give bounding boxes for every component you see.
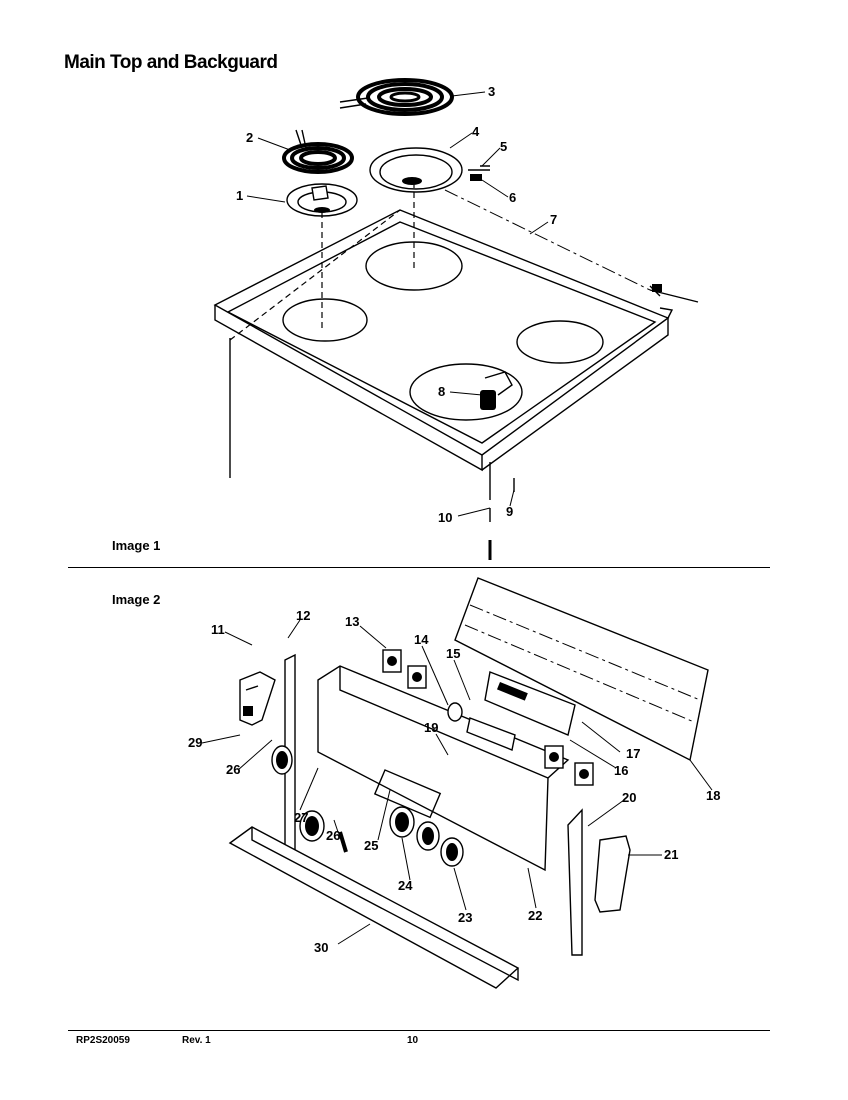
- callout-26-upper: 26: [226, 762, 240, 777]
- callout-7: 7: [550, 212, 557, 227]
- leader-lines: [201, 91, 713, 945]
- callout-10: 10: [438, 510, 452, 525]
- screw-part: [468, 165, 490, 171]
- callout-19: 19: [424, 720, 438, 735]
- callout-18: 18: [706, 788, 720, 803]
- callout-2: 2: [246, 130, 253, 145]
- callout-20: 20: [622, 790, 636, 805]
- callout-26-lower: 26: [326, 828, 340, 843]
- callout-1: 1: [236, 188, 243, 203]
- clip-part: [470, 174, 482, 181]
- spring-part: [338, 831, 348, 853]
- right-end-cap: [594, 835, 631, 913]
- callout-5: 5: [500, 139, 507, 154]
- image-1-label: Image 1: [112, 538, 161, 553]
- indicator-part: [447, 702, 463, 722]
- callout-4: 4: [472, 124, 480, 139]
- infinite-switches: [382, 649, 594, 786]
- callout-22: 22: [528, 908, 542, 923]
- callout-29: 29: [188, 735, 202, 750]
- callout-24: 24: [398, 878, 413, 893]
- callout-27: 27: [294, 810, 308, 825]
- lower-trim: [228, 826, 520, 989]
- callout-30: 30: [314, 940, 328, 955]
- callout-11: 11: [211, 622, 225, 637]
- section-divider: [68, 567, 770, 568]
- callout-13: 13: [345, 614, 359, 629]
- callout-9: 9: [506, 504, 513, 519]
- footer-page-number: 10: [407, 1035, 419, 1046]
- callout-21: 21: [664, 847, 678, 862]
- surface-element-small: [282, 129, 354, 174]
- control-panel-front: [317, 665, 570, 872]
- drip-bowl-large: [369, 147, 463, 193]
- callout-14: 14: [414, 632, 429, 647]
- callout-3: 3: [488, 84, 495, 99]
- callout-6: 6: [509, 190, 516, 205]
- page-title: Main Top and Backguard: [64, 52, 278, 73]
- callout-23: 23: [458, 910, 472, 925]
- callout-12: 12: [296, 608, 310, 623]
- right-bracket: [567, 808, 583, 956]
- callout-numbers: 1 2 3 4 5 6 7 8 9 10 11 12 13 14 15 16 1…: [188, 84, 720, 955]
- left-end-cap: [239, 671, 276, 726]
- control-knobs: [271, 745, 464, 867]
- clock-module: [466, 671, 576, 751]
- callout-17: 17: [626, 746, 640, 761]
- footer-revision: Rev. 1: [182, 1035, 211, 1046]
- footer-divider: [68, 1030, 770, 1031]
- callout-16: 16: [614, 763, 628, 778]
- callout-8: 8: [438, 384, 445, 399]
- callout-15: 15: [446, 646, 460, 661]
- image-2-label: Image 2: [112, 592, 161, 607]
- surface-element-large: [339, 78, 454, 116]
- footer-doc-id: RP2S20059: [76, 1035, 130, 1046]
- callout-25: 25: [364, 838, 378, 853]
- drip-bowl-small: [286, 183, 358, 217]
